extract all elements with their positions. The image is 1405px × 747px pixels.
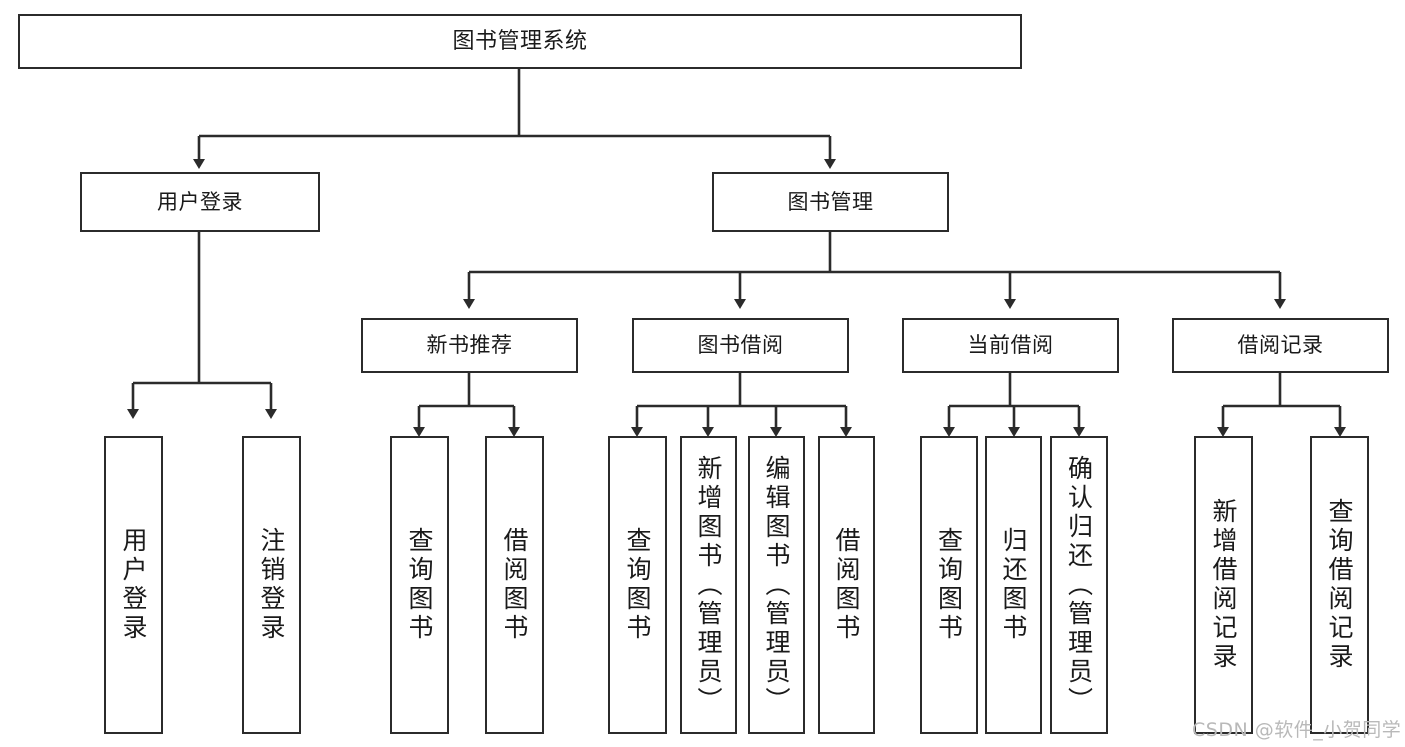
node-leaf-logout-label: 注销登录	[257, 527, 286, 643]
node-leaf-borrow-book-1-label: 借阅图书	[500, 527, 529, 643]
node-leaf-confirm-return-admin[interactable]: 确认归还（管理员）	[1050, 436, 1108, 734]
node-leaf-user-login[interactable]: 用户登录	[104, 436, 163, 734]
node-leaf-query-record[interactable]: 查询借阅记录	[1310, 436, 1369, 734]
node-book-borrow[interactable]: 图书借阅	[632, 318, 849, 373]
node-leaf-query-record-label: 查询借阅记录	[1325, 498, 1354, 672]
node-book-borrow-label: 图书借阅	[697, 333, 784, 358]
edge-group-borrow	[631, 373, 852, 437]
node-leaf-return-book[interactable]: 归还图书	[985, 436, 1042, 734]
node-leaf-query-book-3-label: 查询图书	[934, 527, 964, 643]
node-leaf-edit-book-admin[interactable]: 编辑图书（管理员）	[748, 436, 805, 734]
node-leaf-query-book-1[interactable]: 查询图书	[390, 436, 449, 734]
edge-group-current	[943, 373, 1085, 437]
node-user-login-label: 用户登录	[157, 189, 243, 214]
edge-group-new-book	[413, 373, 520, 437]
node-new-book-recommend-label: 新书推荐	[426, 333, 513, 358]
node-book-manage-label: 图书管理	[787, 189, 874, 214]
node-new-book-recommend[interactable]: 新书推荐	[361, 318, 578, 373]
node-leaf-borrow-book-2-label: 借阅图书	[832, 527, 861, 643]
node-leaf-confirm-return-admin-label: 确认归还（管理员）	[1064, 454, 1094, 716]
node-user-login[interactable]: 用户登录	[80, 172, 320, 232]
node-leaf-add-book-admin-label: 新增图书（管理员）	[694, 454, 723, 716]
node-book-manage[interactable]: 图书管理	[712, 172, 949, 232]
edge-group-user-login	[127, 232, 277, 419]
node-leaf-add-record[interactable]: 新增借阅记录	[1194, 436, 1253, 734]
node-leaf-query-book-1-label: 查询图书	[405, 527, 434, 643]
edge-group-book-manage	[463, 232, 1286, 309]
node-leaf-user-login-label: 用户登录	[119, 527, 148, 643]
node-leaf-query-book-3[interactable]: 查询图书	[920, 436, 978, 734]
node-root[interactable]: 图书管理系统	[18, 14, 1022, 69]
node-current-borrow-label: 当前借阅	[967, 333, 1054, 358]
node-leaf-borrow-book-1[interactable]: 借阅图书	[485, 436, 544, 734]
node-leaf-query-book-2-label: 查询图书	[623, 527, 652, 643]
node-leaf-edit-book-admin-label: 编辑图书（管理员）	[762, 454, 791, 716]
node-root-label: 图书管理系统	[452, 28, 588, 54]
node-borrow-record-label: 借阅记录	[1237, 333, 1324, 358]
node-current-borrow[interactable]: 当前借阅	[902, 318, 1119, 373]
node-leaf-return-book-label: 归还图书	[999, 527, 1028, 643]
node-leaf-add-book-admin[interactable]: 新增图书（管理员）	[680, 436, 737, 734]
node-leaf-query-book-2[interactable]: 查询图书	[608, 436, 667, 734]
node-leaf-logout[interactable]: 注销登录	[242, 436, 301, 734]
edge-group-root	[193, 69, 836, 169]
node-leaf-borrow-book-2[interactable]: 借阅图书	[818, 436, 875, 734]
edge-group-record	[1217, 373, 1346, 437]
node-borrow-record[interactable]: 借阅记录	[1172, 318, 1389, 373]
node-leaf-add-record-label: 新增借阅记录	[1209, 498, 1238, 672]
